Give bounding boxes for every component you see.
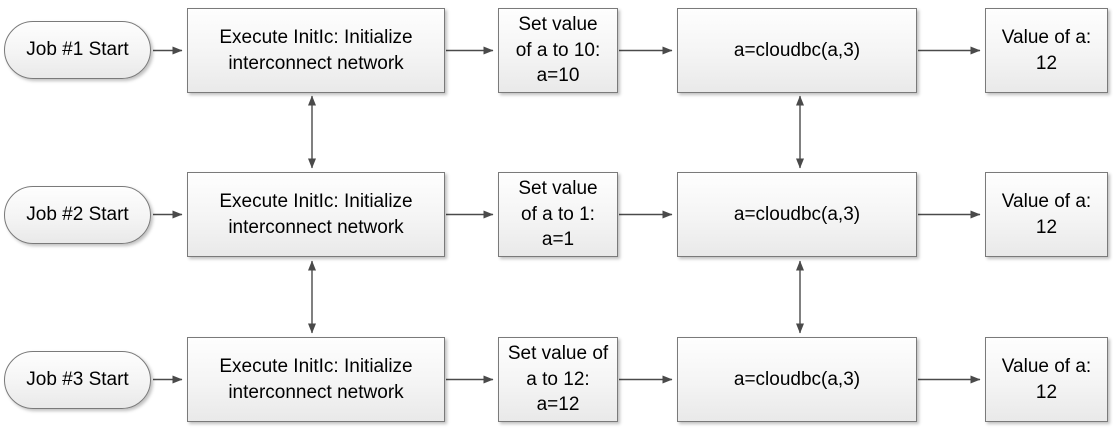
result-node-row3: Value of a: 12 xyxy=(985,337,1108,422)
compute-label: a=cloudbc(a,3) xyxy=(733,39,861,61)
init-node-row1: Execute InitIc: Initialize interconnect … xyxy=(187,8,445,93)
set-line: a=10 xyxy=(536,65,580,87)
set-line: Set value of xyxy=(507,343,609,365)
result-line: Value of a: xyxy=(1001,191,1092,213)
result-node-row1: Value of a: 12 xyxy=(985,8,1108,93)
set-line: a=1 xyxy=(541,229,575,251)
result-line: 12 xyxy=(1035,381,1058,403)
compute-label: a=cloudbc(a,3) xyxy=(733,203,861,225)
result-line: 12 xyxy=(1035,216,1058,238)
set-line: Set value xyxy=(518,14,598,36)
init-line: interconnect network xyxy=(228,52,404,74)
result-line: Value of a: xyxy=(1001,356,1092,378)
result-line: 12 xyxy=(1035,52,1058,74)
compute-node-row1: a=cloudbc(a,3) xyxy=(677,8,917,93)
init-line: Execute InitIc: Initialize xyxy=(219,27,413,49)
set-line: of a to 1: xyxy=(521,203,595,225)
set-line: a to 12: xyxy=(526,368,590,390)
start-node-job1: Job #1 Start xyxy=(4,21,151,79)
init-line: Execute InitIc: Initialize xyxy=(219,356,413,378)
set-line: a=12 xyxy=(536,394,580,416)
start-node-job3: Job #3 Start xyxy=(4,351,151,409)
set-value-node-row2: Set value of a to 1: a=1 xyxy=(498,172,618,257)
compute-node-row3: a=cloudbc(a,3) xyxy=(677,337,917,422)
compute-label: a=cloudbc(a,3) xyxy=(733,368,861,390)
init-node-row2: Execute InitIc: Initialize interconnect … xyxy=(187,172,445,257)
start-label: Job #3 Start xyxy=(26,369,129,391)
init-line: interconnect network xyxy=(228,381,404,403)
init-line: interconnect network xyxy=(228,216,404,238)
compute-node-row2: a=cloudbc(a,3) xyxy=(677,172,917,257)
start-label: Job #2 Start xyxy=(26,204,129,226)
set-line: Set value xyxy=(518,178,598,200)
set-line: of a to 10: xyxy=(515,39,601,61)
result-line: Value of a: xyxy=(1001,27,1092,49)
start-label: Job #1 Start xyxy=(26,39,129,61)
init-node-row3: Execute InitIc: Initialize interconnect … xyxy=(187,337,445,422)
result-node-row2: Value of a: 12 xyxy=(985,172,1108,257)
set-value-node-row1: Set value of a to 10: a=10 xyxy=(498,8,618,93)
set-value-node-row3: Set value of a to 12: a=12 xyxy=(498,337,618,422)
start-node-job2: Job #2 Start xyxy=(4,186,151,244)
init-line: Execute InitIc: Initialize xyxy=(219,191,413,213)
